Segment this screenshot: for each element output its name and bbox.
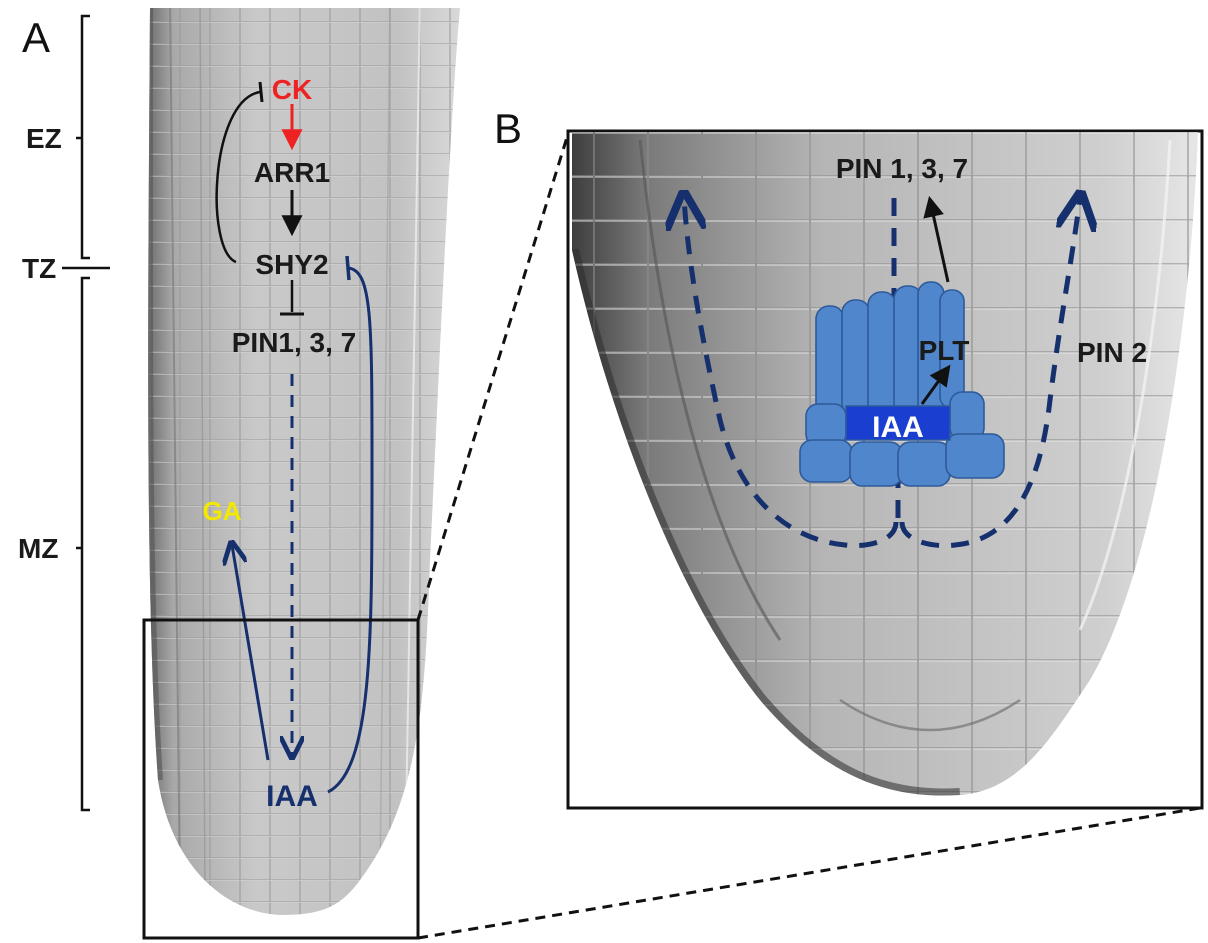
pin2-label: PIN 2	[1077, 337, 1147, 368]
left-lateral-flow-arrow	[684, 198, 899, 549]
panel-a-label: A	[22, 14, 50, 61]
arr1-label: ARR1	[254, 157, 330, 188]
plt-to-pin-arrow	[923, 195, 950, 283]
ga-label: GA	[203, 496, 242, 526]
iaa-to-ga-arrow	[232, 545, 270, 761]
panel-a-root-image	[148, 8, 460, 915]
shy2-label: SHY2	[255, 249, 328, 280]
ck-label: CK	[272, 74, 312, 105]
stem-cell-niche	[799, 281, 1005, 487]
quiescent-center-cell	[845, 405, 951, 441]
zone-tz-label: TZ	[22, 253, 56, 284]
plt-label: PLT	[919, 335, 970, 366]
right-lateral-flow-arrow	[899, 198, 1080, 549]
iaa-to-plt-arrow	[920, 364, 951, 405]
iaa-inhibits-shy2-line	[327, 266, 374, 794]
zone-ez-label: EZ	[26, 123, 62, 154]
panel-a-network: CK ARR1 SHY2 PIN1, 3, 7 GA IAA	[203, 74, 374, 813]
zoom-region-box	[142, 618, 420, 940]
pin137-label: PIN1, 3, 7	[232, 327, 357, 358]
iaa-label-b: IAA	[872, 411, 924, 444]
shy2-inhibits-ck-line	[215, 90, 261, 264]
pin137-label-b: PIN 1, 3, 7	[836, 153, 968, 184]
panel-b-label: B	[494, 105, 522, 152]
inhibit-bar-ck	[258, 81, 264, 103]
zone-brackets	[62, 14, 110, 812]
zone-mz-label: MZ	[18, 533, 58, 564]
zoom-connector-bottom	[417, 806, 1201, 940]
inhibit-bar-shy2	[345, 255, 351, 281]
iaa-label-a: IAA	[266, 780, 318, 813]
